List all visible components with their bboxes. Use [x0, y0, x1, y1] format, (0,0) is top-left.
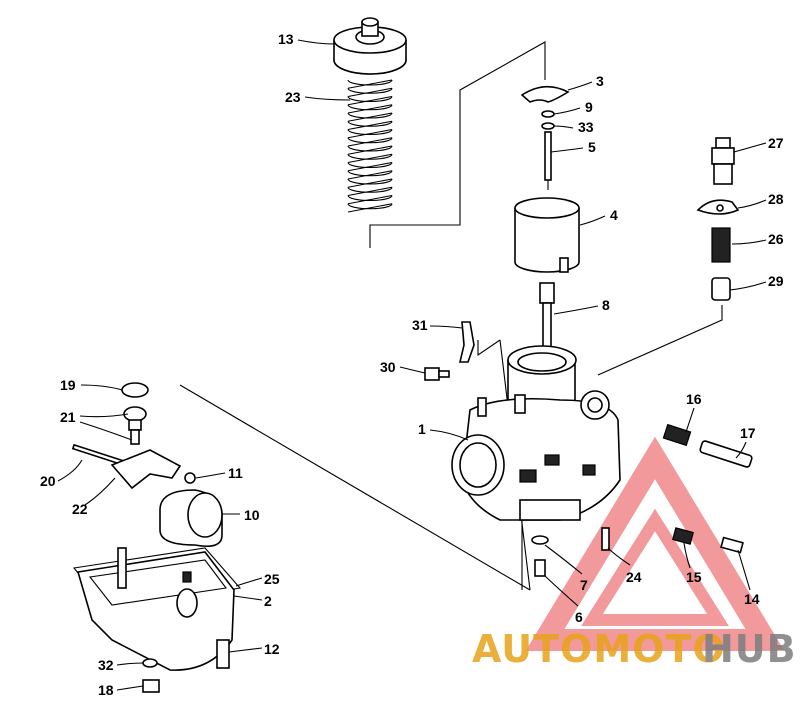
callout-4: 4: [610, 207, 618, 223]
part-29-plunger: [711, 277, 731, 301]
part-26-spring: [711, 227, 731, 263]
callout-27: 27: [768, 135, 784, 151]
part-24-pilot-jet: [601, 527, 610, 551]
assembly-lines: [179, 41, 723, 591]
part-1-carburetor-body: [451, 345, 621, 521]
part-18-drain-plug: [142, 679, 160, 693]
callout-16: 16: [686, 391, 702, 407]
callout-20: 20: [40, 473, 56, 489]
part-30-screw: [424, 367, 450, 381]
callout-32: 32: [98, 657, 114, 673]
watermark-text-part1: AUTOMOTO: [472, 627, 726, 671]
watermark-text: AUTOMOTO HUB: [472, 627, 797, 671]
part-33-washer: [541, 122, 555, 130]
part-13-cap: [333, 17, 407, 75]
callout-2: 2: [264, 593, 272, 609]
callout-15: 15: [686, 569, 702, 585]
watermark-text-part2: HUB: [702, 627, 797, 671]
part-6-main-jet: [534, 559, 546, 577]
callout-28: 28: [768, 191, 784, 207]
callout-9: 9: [585, 99, 593, 115]
part-15-spring: [672, 527, 694, 545]
callout-labels: 13 23 3 9 33 5 4 8 27 28 26 29 31 30 1 1…: [40, 31, 784, 698]
part-22-float-arm: [110, 449, 182, 490]
part-23-spring: [347, 79, 393, 213]
part-21-float-valve: [123, 406, 147, 445]
callout-17: 17: [740, 425, 756, 441]
part-11-clip: [184, 472, 196, 484]
part-12-screw: [216, 639, 230, 669]
callout-33: 33: [578, 119, 594, 135]
part-31-bracket: [458, 321, 475, 363]
callout-11: 11: [228, 465, 243, 481]
callout-6: 6: [575, 609, 583, 625]
callout-30: 30: [380, 359, 396, 375]
part-28-plate: [696, 199, 740, 215]
callout-22: 22: [72, 501, 88, 517]
part-8-needle-jet: [539, 282, 555, 352]
part-32-washer: [142, 658, 158, 668]
callout-18: 18: [98, 682, 114, 698]
callout-25: 25: [264, 571, 280, 587]
part-2-float-bowl: [76, 547, 235, 671]
callout-13: 13: [278, 31, 294, 47]
leader-lines: [57, 39, 767, 691]
callout-21: 21: [60, 409, 76, 425]
part-14-air-screw: [720, 536, 744, 554]
callout-3: 3: [596, 73, 604, 89]
part-10-float: [159, 489, 223, 548]
callout-19: 19: [60, 377, 76, 393]
callout-26: 26: [768, 231, 784, 247]
callout-7: 7: [580, 577, 588, 593]
part-27-cable-adjuster: [711, 137, 735, 185]
callout-31: 31: [412, 317, 428, 333]
part-5-jet-needle: [544, 131, 552, 190]
part-4-throttle-slide: [514, 197, 580, 273]
part-7-washer: [531, 535, 549, 545]
part-9-e-ring: [541, 110, 555, 118]
part-17-idle-screw: [699, 440, 753, 468]
callout-5: 5: [588, 139, 596, 155]
part-16-spring: [662, 423, 692, 447]
callout-14: 14: [744, 591, 760, 607]
callout-24: 24: [626, 569, 642, 585]
callout-1: 1: [418, 421, 426, 437]
callout-8: 8: [602, 297, 610, 313]
callout-12: 12: [264, 641, 280, 657]
callout-10: 10: [244, 507, 260, 523]
callout-29: 29: [768, 273, 784, 289]
callout-23: 23: [285, 89, 301, 105]
watermark-logo-triangle: [525, 436, 785, 651]
part-19-o-ring: [121, 382, 149, 398]
part-3-clip: [520, 85, 570, 103]
